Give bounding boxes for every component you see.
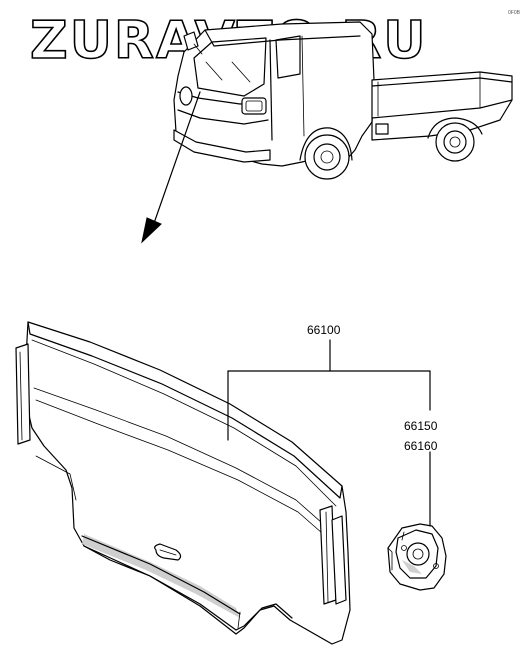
latch-bracket [387, 523, 447, 591]
pointer-arrow [141, 91, 201, 244]
callout-leaders [227, 339, 431, 527]
tailgate-panel [15, 321, 351, 645]
callout-66150: 66150 [404, 419, 438, 433]
callout-66100: 66100 [307, 323, 341, 337]
callout-66160: 66160 [404, 439, 438, 453]
corner-mark: 0F0B [508, 10, 521, 16]
truck-illustration [173, 21, 513, 180]
